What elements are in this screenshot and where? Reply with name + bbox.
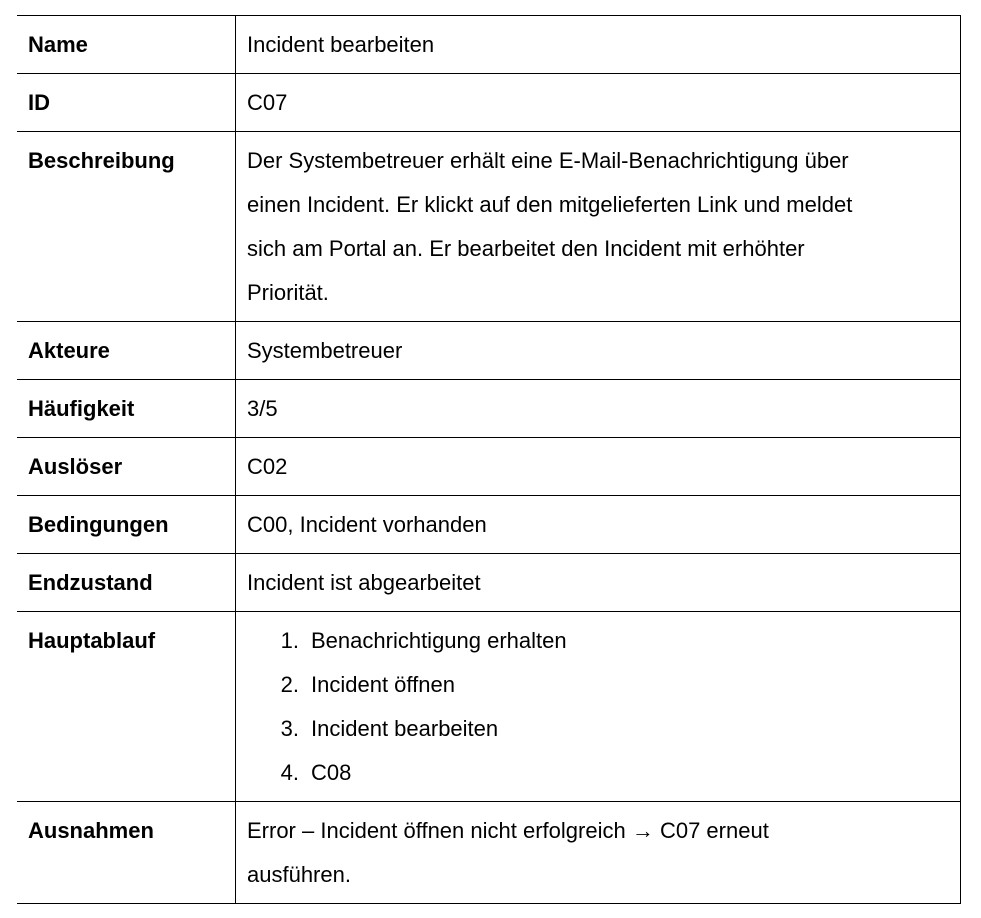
row-key: Hauptablauf [17,611,236,802]
use-case-table: Name Incident bearbeiten ID C07 Beschrei… [17,15,961,904]
row-value-text: 3/5 [247,396,278,421]
step-number: 4. [280,760,299,785]
list-item: 4. C08 [247,751,948,795]
description-line: Der Systembetreuer erhält eine E-Mail-Be… [247,148,849,173]
exceptions-line: ausführen. [247,862,351,887]
description-line: Priorität. [247,280,329,305]
row-key: Akteure [17,321,236,380]
row-key-label: Ausnahmen [28,818,154,843]
exceptions-text-after: C07 erneut [659,818,769,843]
row-value: Error – Incident öffnen nicht erfolgreic… [235,801,961,904]
table-row-ausnahmen: Ausnahmen Error – Incident öffnen nicht … [17,801,961,904]
main-flow-list: 1. Benachrichtigung erhalten 2. Incident ö… [247,619,948,795]
exceptions-line: Error – Incident öffnen nicht erfolgreic… [247,809,948,853]
table-row-bedingungen: Bedingungen C00, Incident vorhanden [17,495,961,554]
table-row-endzustand: Endzustand Incident ist abgearbeitet [17,553,961,612]
list-item: 3. Incident bearbeiten [247,707,948,751]
row-key: Beschreibung [17,131,236,322]
row-key: Ausnahmen [17,801,236,904]
row-key-label: Häufigkeit [28,396,135,421]
row-key-label: Auslöser [28,454,123,479]
table-row-haeufigkeit: Häufigkeit 3/5 [17,379,961,438]
table-row-akteure: Akteure Systembetreuer [17,321,961,380]
row-key-label: ID [28,90,50,115]
row-value: Incident ist abgearbeitet [235,553,961,612]
step-text: Incident bearbeiten [311,716,499,741]
row-value: C02 [235,437,961,496]
row-key-label: Beschreibung [28,148,175,173]
row-key-label: Endzustand [28,570,153,595]
row-key-label: Hauptablauf [28,628,156,653]
row-value: 3/5 [235,379,961,438]
description-line: einen Incident. Er klickt auf den mitgel… [247,192,853,217]
list-item: 1. Benachrichtigung erhalten [247,619,948,663]
row-value-text: C00, Incident vorhanden [247,512,487,537]
description-text: Der Systembetreuer erhält eine E-Mail-Be… [247,132,948,321]
table-row-ausloeser: Auslöser C02 [17,437,961,496]
row-value: Systembetreuer [235,321,961,380]
right-arrow-icon: → [631,818,654,843]
row-value-text: Incident bearbeiten [247,32,435,57]
list-item: 2. Incident öffnen [247,663,948,707]
steps-container: 1. Benachrichtigung erhalten 2. Incident ö… [247,612,948,801]
step-number: 3. [280,716,299,741]
table-row-hauptablauf: Hauptablauf 1. Benachrichtigung erhalten … [17,611,961,802]
step-number: 1. [280,628,299,653]
row-value: Incident bearbeiten [235,15,961,74]
table-row-id: ID C07 [17,73,961,132]
row-key: ID [17,73,236,132]
row-value: C07 [235,73,961,132]
row-value-text: C07 [247,90,288,115]
row-key: Häufigkeit [17,379,236,438]
step-number: 2. [280,672,299,697]
row-value-text: C02 [247,454,288,479]
row-key: Auslöser [17,437,236,496]
row-value-text: Systembetreuer [247,338,403,363]
step-text: Benachrichtigung erhalten [311,628,567,653]
row-key: Name [17,15,236,74]
row-key-label: Name [28,32,88,57]
table-row-name: Name Incident bearbeiten [17,15,961,74]
row-key: Endzustand [17,553,236,612]
row-key: Bedingungen [17,495,236,554]
step-text: C08 [311,760,352,785]
row-value: 1. Benachrichtigung erhalten 2. Incident ö… [235,611,961,802]
row-key-label: Akteure [28,338,110,363]
description-line: sich am Portal an. Er bearbeitet den Inc… [247,236,805,261]
table-row-beschreibung: Beschreibung Der Systembetreuer erhält e… [17,131,961,322]
exceptions-text-before: Error – Incident öffnen nicht erfolgreic… [247,818,626,843]
row-value: C00, Incident vorhanden [235,495,961,554]
row-value-text: Incident ist abgearbeitet [247,570,481,595]
exceptions-text: Error – Incident öffnen nicht erfolgreic… [247,802,948,903]
row-key-label: Bedingungen [28,512,169,537]
step-text: Incident öffnen [311,672,455,697]
row-value: Der Systembetreuer erhält eine E-Mail-Be… [235,131,961,322]
